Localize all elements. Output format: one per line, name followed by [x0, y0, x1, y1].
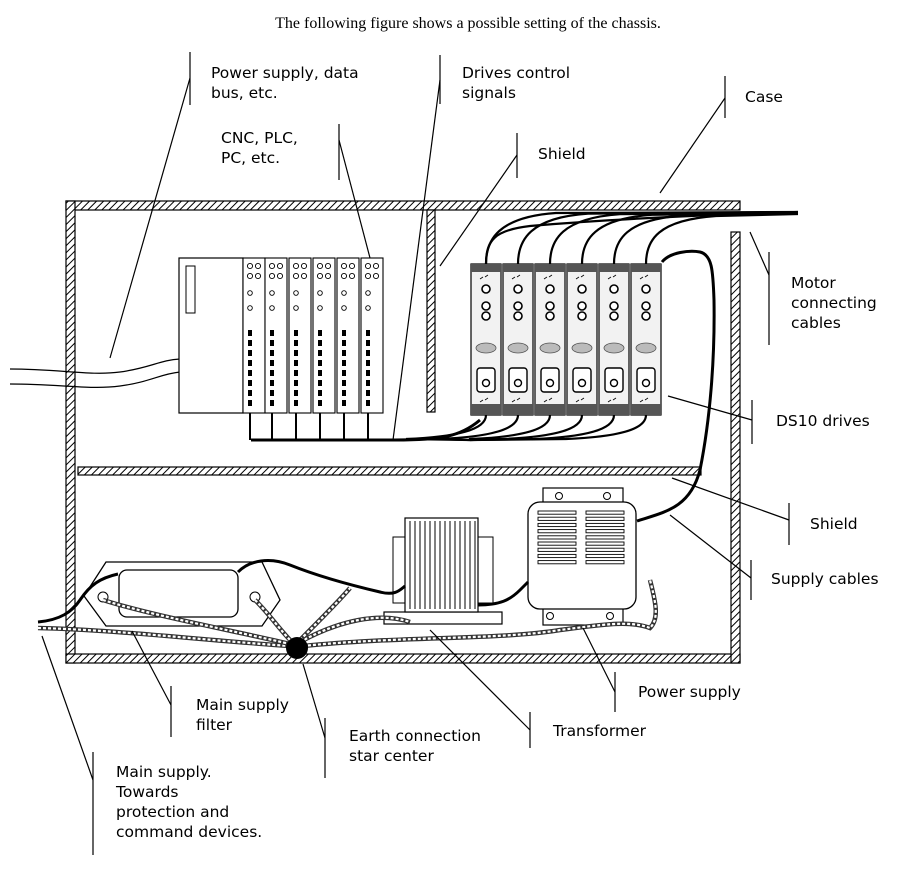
case-enclosure — [65, 200, 741, 664]
label-line: CNC, PLC, — [221, 129, 298, 147]
power-supply-unit — [527, 487, 637, 626]
label-line: Supply cables — [771, 570, 879, 588]
label-line: bus, etc. — [211, 84, 278, 102]
label-line: Power supply, data — [211, 64, 359, 82]
label-line: Case — [745, 88, 783, 106]
label-line: Earth connection — [349, 727, 481, 745]
label-line: Main supply. — [116, 763, 212, 781]
shield-middle-panel — [77, 466, 702, 476]
ds10-drive-modules — [470, 263, 662, 416]
transformer-psu-cable — [477, 580, 530, 607]
label-power-supply-data-bus: Power supply, data bus, etc. — [211, 64, 359, 102]
cnc-plc-rack — [178, 257, 384, 440]
label-shield-middle: Shield — [810, 515, 858, 533]
ds10-drive — [566, 263, 598, 416]
earth-star-center — [286, 637, 308, 659]
filter-output-cable — [236, 559, 406, 595]
drives-supply-cable — [636, 249, 716, 523]
label-line: Shield — [810, 515, 858, 533]
label-drives-control-signals: Drives control signals — [462, 64, 570, 102]
shield-top-panel — [426, 209, 436, 413]
label-line: signals — [462, 84, 516, 102]
label-line: Motor — [791, 274, 836, 292]
ds10-drive — [470, 263, 502, 416]
label-supply-cables: Supply cables — [771, 570, 879, 588]
label-line: protection and — [116, 803, 229, 821]
label-line: DS10 drives — [776, 412, 870, 430]
label-case: Case — [745, 88, 783, 106]
label-line: Main supply — [196, 696, 289, 714]
label-cnc-plc-pc: CNC, PLC, PC, etc. — [221, 129, 298, 167]
earth-wires — [37, 579, 658, 649]
label-line: cables — [791, 314, 841, 332]
drive-control-wires — [405, 414, 648, 442]
label-earth-connection-star-center: Earth connection star center — [349, 727, 481, 765]
label-line: Power supply — [638, 683, 741, 701]
label-line: connecting — [791, 294, 877, 312]
label-line: Shield — [538, 145, 586, 163]
label-line: PC, etc. — [221, 149, 280, 167]
ds10-drive — [598, 263, 630, 416]
mains-cable — [37, 572, 119, 624]
label-transformer: Transformer — [552, 722, 647, 740]
label-motor-connecting-cables: Motor connecting cables — [791, 274, 877, 332]
label-main-supply: Main supply. Towards protection and command… — [115, 763, 262, 841]
ds10-drive — [502, 263, 534, 416]
transformer — [383, 517, 503, 625]
label-line: Towards — [115, 783, 179, 801]
label-line: star center — [349, 747, 434, 765]
label-line: Drives control — [462, 64, 570, 82]
leader-lines — [41, 52, 790, 855]
label-line: command devices. — [116, 823, 262, 841]
label-power-supply: Power supply — [638, 683, 741, 701]
label-main-supply-filter: Main supply filter — [196, 696, 289, 734]
control-signals-bus — [251, 418, 481, 442]
label-line: filter — [196, 716, 233, 734]
ds10-drive — [534, 263, 566, 416]
ds10-drive — [630, 263, 662, 416]
label-shield-top: Shield — [538, 145, 586, 163]
figure-caption: The following figure shows a possible se… — [275, 15, 661, 32]
main-supply-filter — [83, 561, 281, 627]
power-data-bus-cable — [9, 358, 181, 388]
motor-connecting-cables — [484, 210, 799, 265]
label-line: Transformer — [552, 722, 647, 740]
label-ds10-drives: DS10 drives — [776, 412, 870, 430]
